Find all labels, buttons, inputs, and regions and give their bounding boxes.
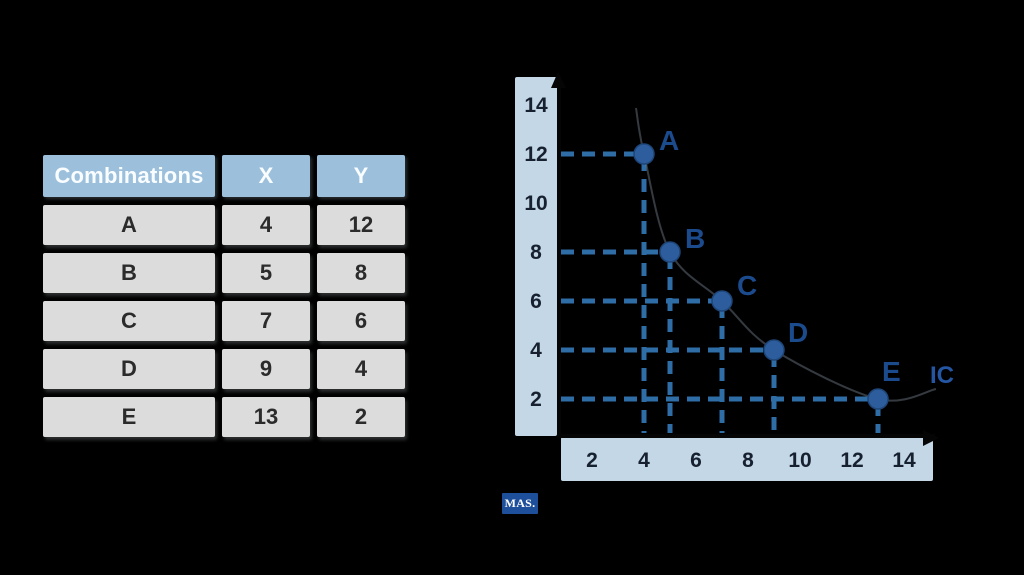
table-cell-x: 9 — [222, 349, 310, 389]
point-label-B: B — [685, 223, 705, 254]
data-point-E — [867, 388, 889, 410]
y-axis-bar — [515, 77, 557, 436]
table-cell-x: 7 — [222, 301, 310, 341]
x-tick-label: 14 — [892, 449, 916, 472]
table-cell-x: 5 — [222, 253, 310, 293]
point-label-E: E — [882, 356, 901, 387]
col-header-combinations: Combinations — [43, 155, 215, 197]
y-tick-label: 10 — [524, 192, 547, 215]
table-cell-y: 2 — [317, 397, 405, 437]
table-cell-y: 6 — [317, 301, 405, 341]
table-cell-y: 12 — [317, 205, 405, 245]
table-cell-combination: A — [43, 205, 215, 245]
x-tick-label: 10 — [788, 449, 811, 472]
data-point-A — [633, 143, 655, 165]
data-point-D — [763, 339, 785, 361]
point-label-D: D — [788, 317, 808, 348]
point-label-C: C — [737, 270, 757, 301]
y-tick-label: 12 — [524, 143, 547, 166]
table-cell-combination: D — [43, 349, 215, 389]
table-cell-combination: E — [43, 397, 215, 437]
x-axis-arrowhead-icon — [923, 430, 939, 446]
table-cell-x: 4 — [222, 205, 310, 245]
table-cell-combination: C — [43, 301, 215, 341]
y-tick-label: 4 — [530, 339, 542, 362]
y-tick-label: 2 — [530, 388, 542, 411]
table-cell-y: 8 — [317, 253, 405, 293]
y-tick-label: 6 — [530, 290, 542, 313]
point-label-A: A — [659, 125, 679, 156]
x-axis-bar — [561, 437, 933, 481]
y-axis-arrowhead-icon — [551, 72, 566, 88]
y-axis-line — [557, 76, 561, 436]
ic-curve-label: IC — [930, 362, 954, 389]
table-cell-combination: B — [43, 253, 215, 293]
data-point-B — [659, 241, 681, 263]
y-tick-label: 14 — [524, 94, 548, 117]
data-point-C — [711, 290, 733, 312]
x-tick-label: 6 — [690, 449, 702, 472]
col-header-y: Y — [317, 155, 405, 197]
x-tick-label: 2 — [586, 449, 598, 472]
watermark-badge: MAS. — [502, 493, 538, 514]
x-tick-label: 4 — [638, 449, 650, 472]
table-cell-y: 4 — [317, 349, 405, 389]
y-tick-label: 8 — [530, 241, 542, 264]
table-cell-x: 13 — [222, 397, 310, 437]
x-tick-label: 12 — [840, 449, 863, 472]
col-header-x: X — [222, 155, 310, 197]
x-tick-label: 8 — [742, 449, 754, 472]
x-axis-line — [557, 434, 935, 438]
